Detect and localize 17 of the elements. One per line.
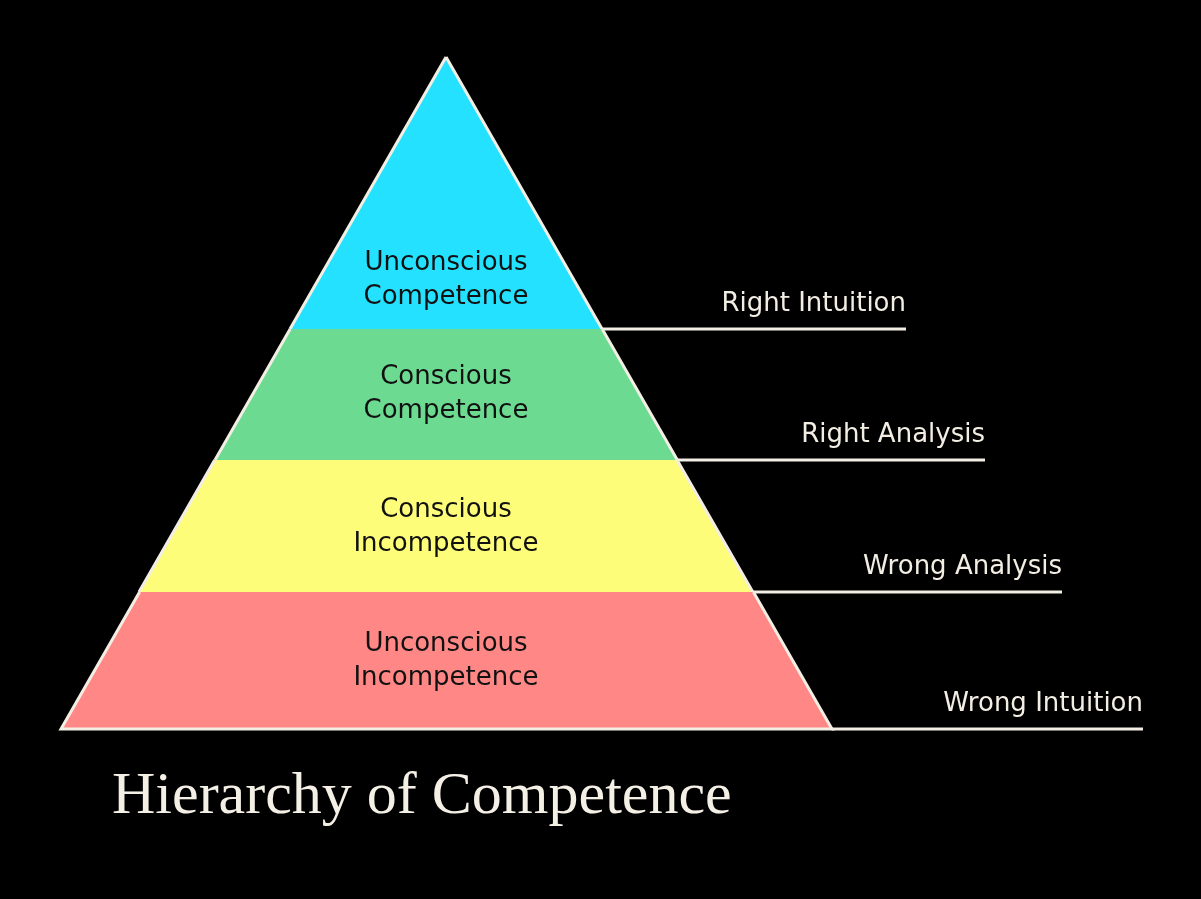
tier-caption: Right Analysis (801, 418, 985, 460)
leader-line (752, 590, 1062, 594)
leader-line (677, 458, 985, 462)
pyramid-tier (57, 589, 835, 732)
tier-label: Conscious Incompetence (353, 492, 539, 559)
tier-caption: Right Intuition (721, 287, 906, 329)
tier-caption: Wrong Analysis (863, 550, 1062, 592)
leader-line (831, 727, 1143, 731)
tier-label: Unconscious Incompetence (353, 626, 539, 693)
leader-line (602, 327, 906, 331)
tier-label: Conscious Competence (363, 359, 529, 426)
diagram-title: Hierarchy of Competence (112, 759, 732, 828)
pyramid-tier (136, 457, 756, 595)
tier-label: Unconscious Competence (363, 245, 529, 312)
pyramid-tier (286, 54, 605, 332)
pyramid-tier (211, 326, 681, 463)
tier-caption: Wrong Intuition (943, 687, 1143, 729)
